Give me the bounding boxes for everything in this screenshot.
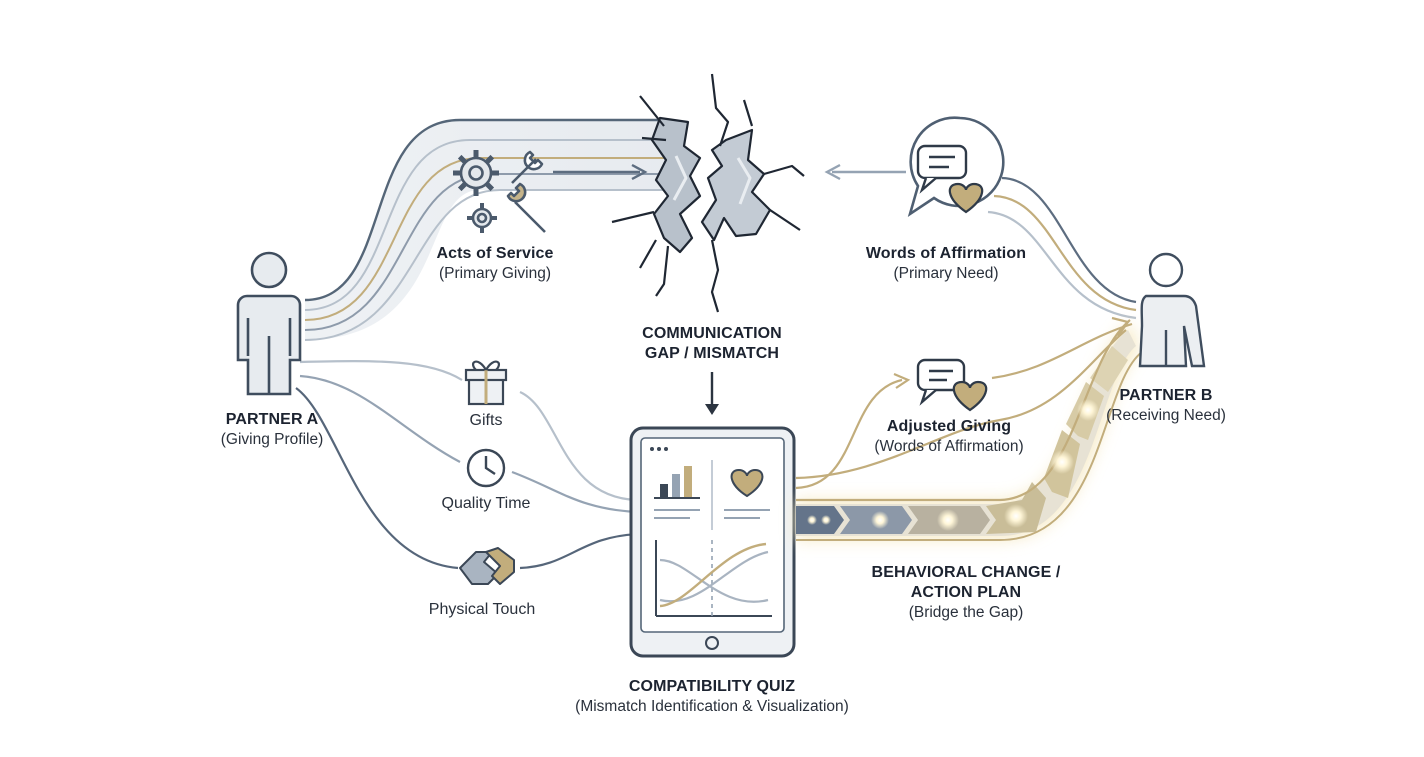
handshake-icon (459, 547, 515, 585)
words-of-affirmation-band (987, 176, 1137, 320)
partner-a-subtitle: (Giving Profile) (220, 431, 324, 448)
acts-of-service-band (304, 118, 665, 341)
gear-wrench-icon (453, 150, 546, 233)
compatibility-quiz-title: COMPATIBILITY QUIZ (628, 678, 796, 695)
adjusted-giving-title: Adjusted Giving (886, 418, 1012, 435)
adjusted-giving-label: Adjusted Giving (Words of Affirmation) (874, 417, 1023, 457)
acts-of-service-title: Acts of Service (436, 245, 554, 262)
adjusted-giving-flow (795, 322, 1133, 490)
adjusted-speech-heart-icon (916, 358, 988, 412)
compatibility-quiz-subtitle: (Mismatch Identification & Visualization… (575, 698, 849, 715)
quality-time-text: Quality Time (441, 495, 531, 512)
partner-b-person-icon (1138, 252, 1206, 368)
tablet-quiz-icon (629, 426, 796, 658)
partner-b-label: PARTNER B (Receiving Need) (1106, 386, 1226, 426)
behavioral-change-label: BEHAVIORAL CHANGE / ACTION PLAN (Bridge … (872, 563, 1061, 623)
gifts-text: Gifts (469, 412, 503, 429)
words-of-affirmation-label: Words of Affirmation (Primary Need) (866, 244, 1026, 284)
communication-gap-line1: COMMUNICATION (642, 325, 782, 342)
gift-icon (464, 360, 508, 406)
gifts-label: Gifts (470, 411, 503, 431)
clock-icon (466, 448, 506, 488)
partner-a-person-icon (236, 251, 302, 396)
communication-gap-label: COMMUNICATION GAP / MISMATCH (642, 324, 782, 364)
compatibility-quiz-label: COMPATIBILITY QUIZ (Mismatch Identificat… (575, 677, 849, 717)
partner-a-title: PARTNER A (225, 411, 319, 428)
quality-time-label: Quality Time (442, 494, 531, 514)
acts-of-service-label: Acts of Service (Primary Giving) (436, 244, 553, 284)
communication-gap-line2: GAP / MISMATCH (644, 345, 780, 362)
partner-b-title: PARTNER B (1119, 387, 1213, 404)
speech-bubble-heart-icon (907, 116, 1005, 218)
words-of-affirmation-subtitle: (Primary Need) (893, 265, 999, 282)
action-plan-bridge (796, 319, 1143, 541)
words-of-affirmation-title: Words of Affirmation (865, 245, 1027, 262)
physical-touch-text: Physical Touch (428, 601, 536, 618)
broken-wall-crack-icon (611, 73, 805, 313)
love-language-lines (295, 360, 641, 570)
physical-touch-label: Physical Touch (429, 600, 535, 620)
behavioral-change-line1: BEHAVIORAL CHANGE / (871, 564, 1061, 581)
adjusted-giving-subtitle: (Words of Affirmation) (874, 438, 1024, 455)
behavioral-change-line2: ACTION PLAN (910, 584, 1022, 601)
behavioral-change-subtitle: (Bridge the Gap) (908, 604, 1024, 621)
acts-of-service-subtitle: (Primary Giving) (439, 265, 551, 282)
partner-b-subtitle: (Receiving Need) (1106, 407, 1226, 424)
partner-a-label: PARTNER A (Giving Profile) (221, 410, 324, 450)
